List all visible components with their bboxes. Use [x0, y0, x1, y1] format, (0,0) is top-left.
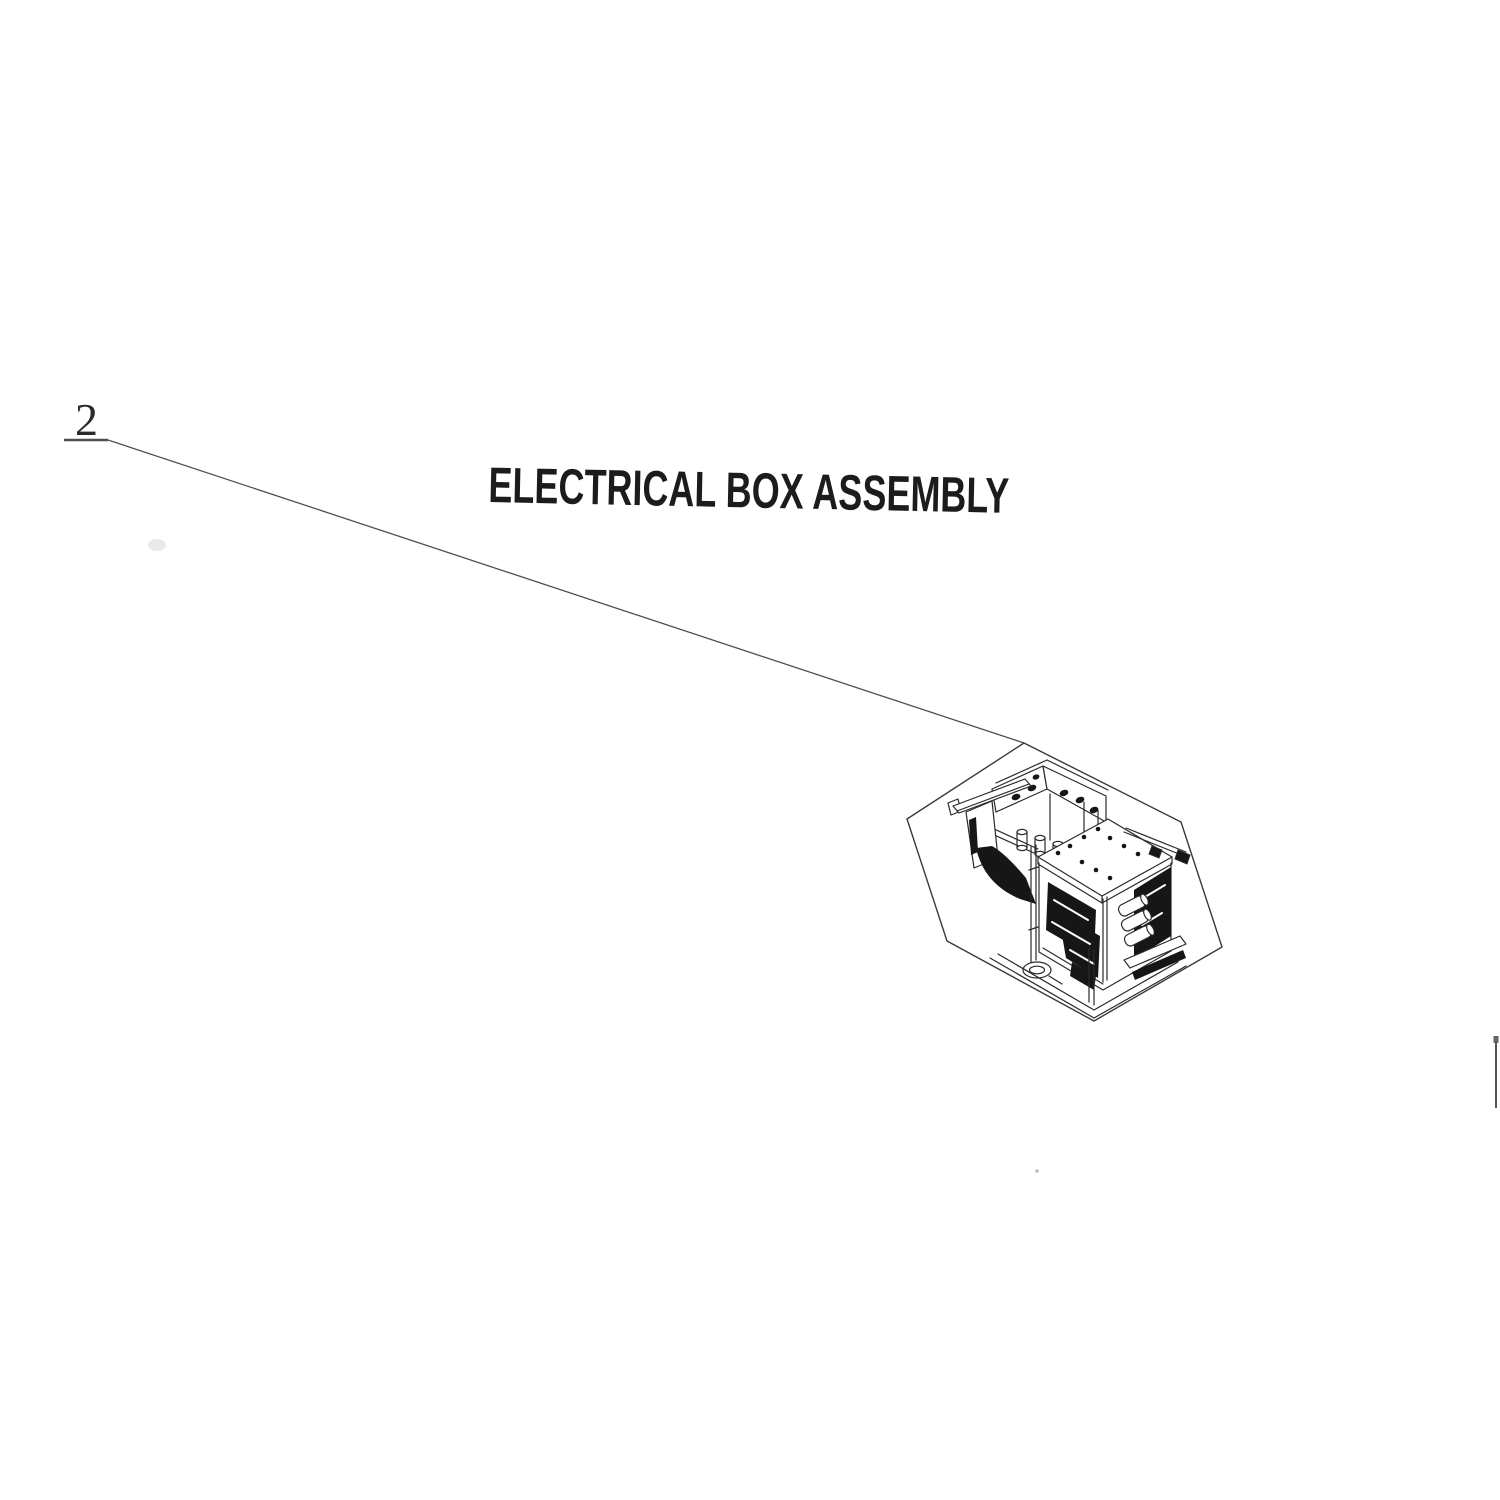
capacitor-cylinders: [1117, 893, 1155, 947]
bottom-rail: [1132, 950, 1186, 980]
side-rail: [1123, 827, 1191, 865]
funnel-chute: [976, 846, 1036, 904]
leader-line: [107, 439, 1025, 744]
left-plate-and-chute: [965, 800, 1036, 904]
callout-leader: [64, 438, 1025, 744]
contactor-components: [1046, 882, 1100, 990]
base-plate: [989, 935, 1187, 1019]
detail-boundary-hexagon: [906, 742, 1223, 1022]
assembly-illustration: [947, 759, 1191, 1019]
support-rod: [1022, 844, 1063, 985]
page-edge-artifact: [1493, 1036, 1499, 1108]
mounting-bracket-bar: [947, 778, 1039, 854]
plate-holes: [1055, 826, 1141, 881]
rod-foot: [1022, 961, 1052, 979]
scan-smudges: [148, 539, 1039, 1173]
callout-part-number: 2: [75, 394, 98, 445]
